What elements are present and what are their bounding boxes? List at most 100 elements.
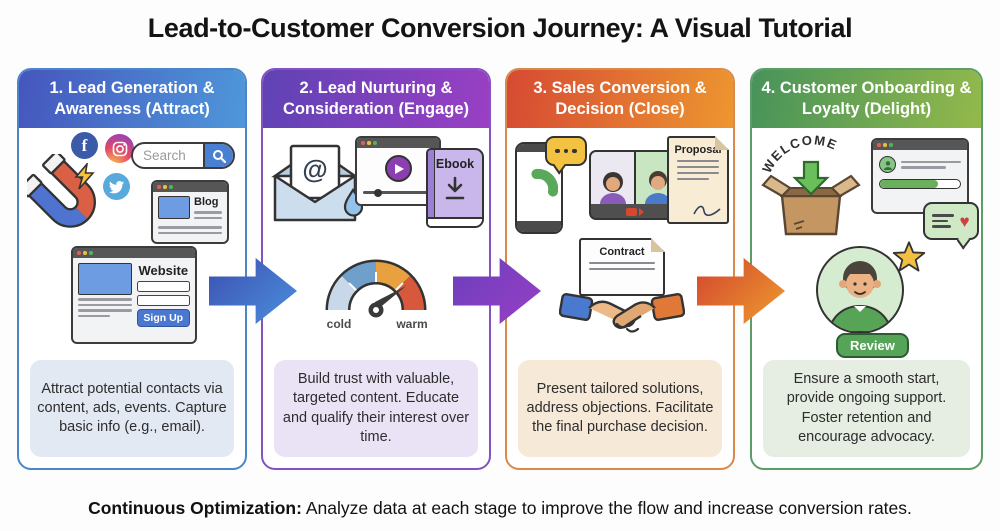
play-triangle <box>394 163 404 174</box>
video-content <box>357 148 439 197</box>
window-dot-green <box>889 143 893 147</box>
stage3-description: Present tailored solutions, address obje… <box>518 360 722 457</box>
bubble-dot <box>563 148 569 154</box>
signature-glyph <box>693 205 721 217</box>
svg-text:WELCOME: WELCOME <box>759 132 840 175</box>
lead-temperature-gauge: cold warm <box>309 244 443 341</box>
email-drip-icon: @ <box>271 144 363 222</box>
window-dot-red <box>77 251 81 255</box>
person-icon <box>599 172 626 204</box>
search-placeholder-text: Search <box>143 148 186 163</box>
contract-handshake-illustration: Contract <box>559 238 685 356</box>
stage4-header: 4. Customer Onboarding & Loyalty (Deligh… <box>752 70 981 128</box>
camera-icon-lens <box>639 208 644 216</box>
welcome-box-icon: WELCOME <box>759 132 861 236</box>
progress-fill <box>880 180 938 188</box>
gauge-icon: cold warm <box>325 259 428 331</box>
star-icon <box>892 241 926 272</box>
stage1-illustrations: f Searc <box>19 128 245 360</box>
window-dot-yellow <box>83 251 87 255</box>
browser-bar <box>873 140 967 150</box>
caption-text: Analyze data at each stage to improve th… <box>301 498 912 518</box>
feedback-bubble-icon: ♥ <box>923 202 979 240</box>
blog-content: Blog <box>153 192 227 241</box>
website-content: Website Sign Up <box>73 258 195 332</box>
window-dot-red <box>361 141 365 145</box>
video-call-participant-1 <box>591 152 636 204</box>
blog-image-placeholder <box>158 196 190 219</box>
text-line <box>677 166 719 168</box>
person-icon <box>644 171 671 204</box>
stage-panel-sales-conversion: 3. Sales Conversion & Decision (Close) <box>505 68 735 470</box>
happy-customer-illustration: Review <box>808 240 928 358</box>
twitter-bird-glyph <box>108 180 124 193</box>
proposal-document-icon: Proposal <box>667 136 729 224</box>
text-line <box>78 314 111 317</box>
text-line <box>78 298 132 301</box>
page-title: Lead-to-Customer Conversion Journey: A V… <box>147 13 853 43</box>
window-dot-yellow <box>883 143 887 147</box>
chat-bubble-icon <box>545 136 587 166</box>
text-line <box>901 166 946 169</box>
text-line <box>158 231 222 234</box>
website-hero-placeholder <box>78 263 132 295</box>
stage4-description: Ensure a smooth start, provide ongoing s… <box>763 360 970 457</box>
text-line <box>932 219 949 223</box>
facebook-icon: f <box>71 132 98 159</box>
text-line <box>677 160 719 162</box>
form-field <box>136 295 190 306</box>
sign-up-button: Sign Up <box>136 309 190 327</box>
browser-bar <box>153 182 227 192</box>
window-dot-yellow <box>163 185 167 189</box>
welcome-arc-label: WELCOME <box>759 132 838 175</box>
facebook-glyph: f <box>81 135 88 155</box>
heart-icon: ♥ <box>959 211 970 231</box>
avatar-icon <box>879 156 896 173</box>
ebook-label: Ebook <box>435 157 475 171</box>
continuous-optimization-caption: Continuous Optimization: Analyze data at… <box>0 498 1000 519</box>
search-button <box>203 144 233 167</box>
page-fold <box>715 136 729 150</box>
window-dot-green <box>89 251 93 255</box>
play-button-icon <box>384 155 412 182</box>
review-badge: Review <box>836 333 909 358</box>
window-dot-green <box>169 185 173 189</box>
search-icon <box>213 149 226 163</box>
stage-panel-customer-onboarding: 4. Customer Onboarding & Loyalty (Deligh… <box>750 68 983 470</box>
website-label: Website <box>138 263 189 278</box>
text-line <box>194 211 222 214</box>
phone-bottom-bezel <box>517 221 561 232</box>
video-progress-bar <box>362 188 434 197</box>
blog-label: Blog <box>194 196 219 208</box>
gauge-cold-label: cold <box>327 317 352 331</box>
website-window-illustration: Website Sign Up <box>71 246 197 344</box>
video-call-toolbar <box>591 204 679 218</box>
window-dot-red <box>157 185 161 189</box>
stage4-illustrations: WELCOME <box>752 128 981 360</box>
lightning-bolt-icon <box>74 163 95 190</box>
browser-bar <box>73 248 195 258</box>
onboarding-progress-bar <box>879 179 961 189</box>
handshake-icon <box>559 292 685 333</box>
welcome-box-illustration: WELCOME <box>754 132 868 245</box>
ebook-pages <box>428 217 482 226</box>
proposal-label: Proposal <box>674 144 722 156</box>
camera-icon <box>626 208 637 216</box>
browser-bar <box>357 138 439 148</box>
customer-person-glyph <box>828 261 892 332</box>
text-line <box>589 268 655 270</box>
text-line <box>158 226 222 229</box>
stage4-title: 4. Customer Onboarding & Loyalty (Deligh… <box>761 78 972 118</box>
instagram-glyph <box>112 141 127 156</box>
text-line <box>901 160 961 163</box>
ebook-spine <box>428 150 435 226</box>
bubble-dot <box>572 148 577 154</box>
video-progress-handle <box>374 188 383 197</box>
stage2-title: 2. Lead Nurturing & Consideration (Engag… <box>282 78 470 118</box>
text-line <box>677 172 719 174</box>
avatar-person-glyph <box>883 160 892 170</box>
window-dot-yellow <box>367 141 371 145</box>
caption-lead: Continuous Optimization: <box>88 498 302 518</box>
ebook-icon: Ebook <box>426 148 484 228</box>
